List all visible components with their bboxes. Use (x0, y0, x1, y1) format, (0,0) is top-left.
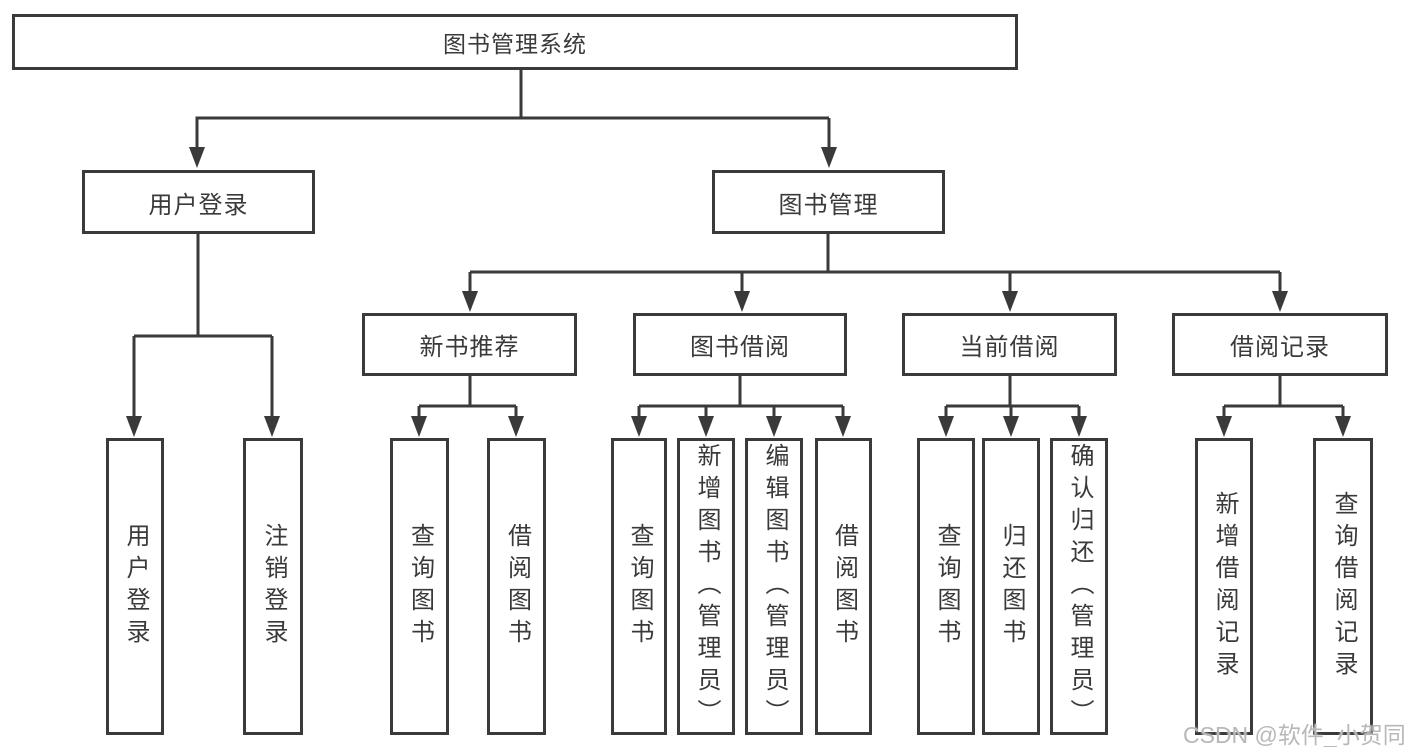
leaf-add-borrow-record-label: 新增借阅记录 (1211, 490, 1238, 683)
node-new-book-recommend: 新书推荐 (362, 313, 577, 376)
leaf-return-book-label: 归还图书 (998, 522, 1025, 651)
connector-arrowheads (126, 147, 1351, 437)
leaf-logout: 注销登录 (243, 438, 303, 735)
leaf-edit-book-admin-label: 编辑图书（管理员） (761, 442, 788, 731)
leaf-query-books-borrow: 查询图书 (611, 438, 667, 735)
node-user-login-label: 用户登录 (148, 191, 249, 219)
leaf-add-book-admin-label: 新增图书（管理员） (693, 442, 720, 731)
node-borrow-records: 借阅记录 (1172, 313, 1388, 376)
leaf-confirm-return-admin: 确认归还（管理员） (1050, 438, 1108, 735)
node-user-login: 用户登录 (82, 170, 315, 234)
leaf-return-book: 归还图书 (982, 438, 1040, 735)
leaf-logout-label: 注销登录 (260, 522, 287, 651)
node-current-borrow-label: 当前借阅 (959, 334, 1060, 361)
node-current-borrow: 当前借阅 (902, 313, 1117, 376)
node-book-borrow: 图书借阅 (633, 313, 847, 376)
leaf-query-books-current-label: 查询图书 (933, 522, 960, 651)
leaf-query-books-recommend: 查询图书 (390, 438, 449, 735)
leaf-add-borrow-record: 新增借阅记录 (1195, 438, 1253, 735)
node-new-book-recommend-label: 新书推荐 (419, 334, 520, 361)
leaf-query-books-borrow-label: 查询图书 (626, 522, 653, 651)
leaf-user-login-label: 用户登录 (122, 522, 149, 651)
leaf-query-borrow-record: 查询借阅记录 (1313, 438, 1373, 735)
node-root: 图书管理系统 (12, 14, 1018, 70)
leaf-borrow-books-label: 借阅图书 (830, 522, 858, 651)
leaf-user-login: 用户登录 (106, 438, 164, 735)
leaf-add-book-admin: 新增图书（管理员） (677, 438, 735, 735)
leaf-confirm-return-admin-label: 确认归还（管理员） (1066, 442, 1093, 731)
node-book-management: 图书管理 (712, 170, 945, 234)
leaf-query-books-current: 查询图书 (917, 438, 975, 735)
node-book-borrow-label: 图书借阅 (690, 334, 790, 361)
leaf-borrow-books-recommend: 借阅图书 (487, 438, 546, 735)
leaf-edit-book-admin: 编辑图书（管理员） (745, 438, 803, 735)
watermark-text: CSDN @软件_小贺同学 (1183, 722, 1405, 747)
leaf-borrow-books-recommend-label: 借阅图书 (503, 522, 531, 651)
node-root-label: 图书管理系统 (443, 31, 587, 57)
connector-lines (132, 70, 1345, 418)
node-borrow-records-label: 借阅记录 (1230, 334, 1330, 361)
leaf-query-books-recommend-label: 查询图书 (406, 522, 434, 651)
leaf-query-borrow-record-label: 查询借阅记录 (1330, 490, 1357, 683)
node-book-management-label: 图书管理 (778, 191, 879, 219)
leaf-borrow-books: 借阅图书 (815, 438, 872, 735)
